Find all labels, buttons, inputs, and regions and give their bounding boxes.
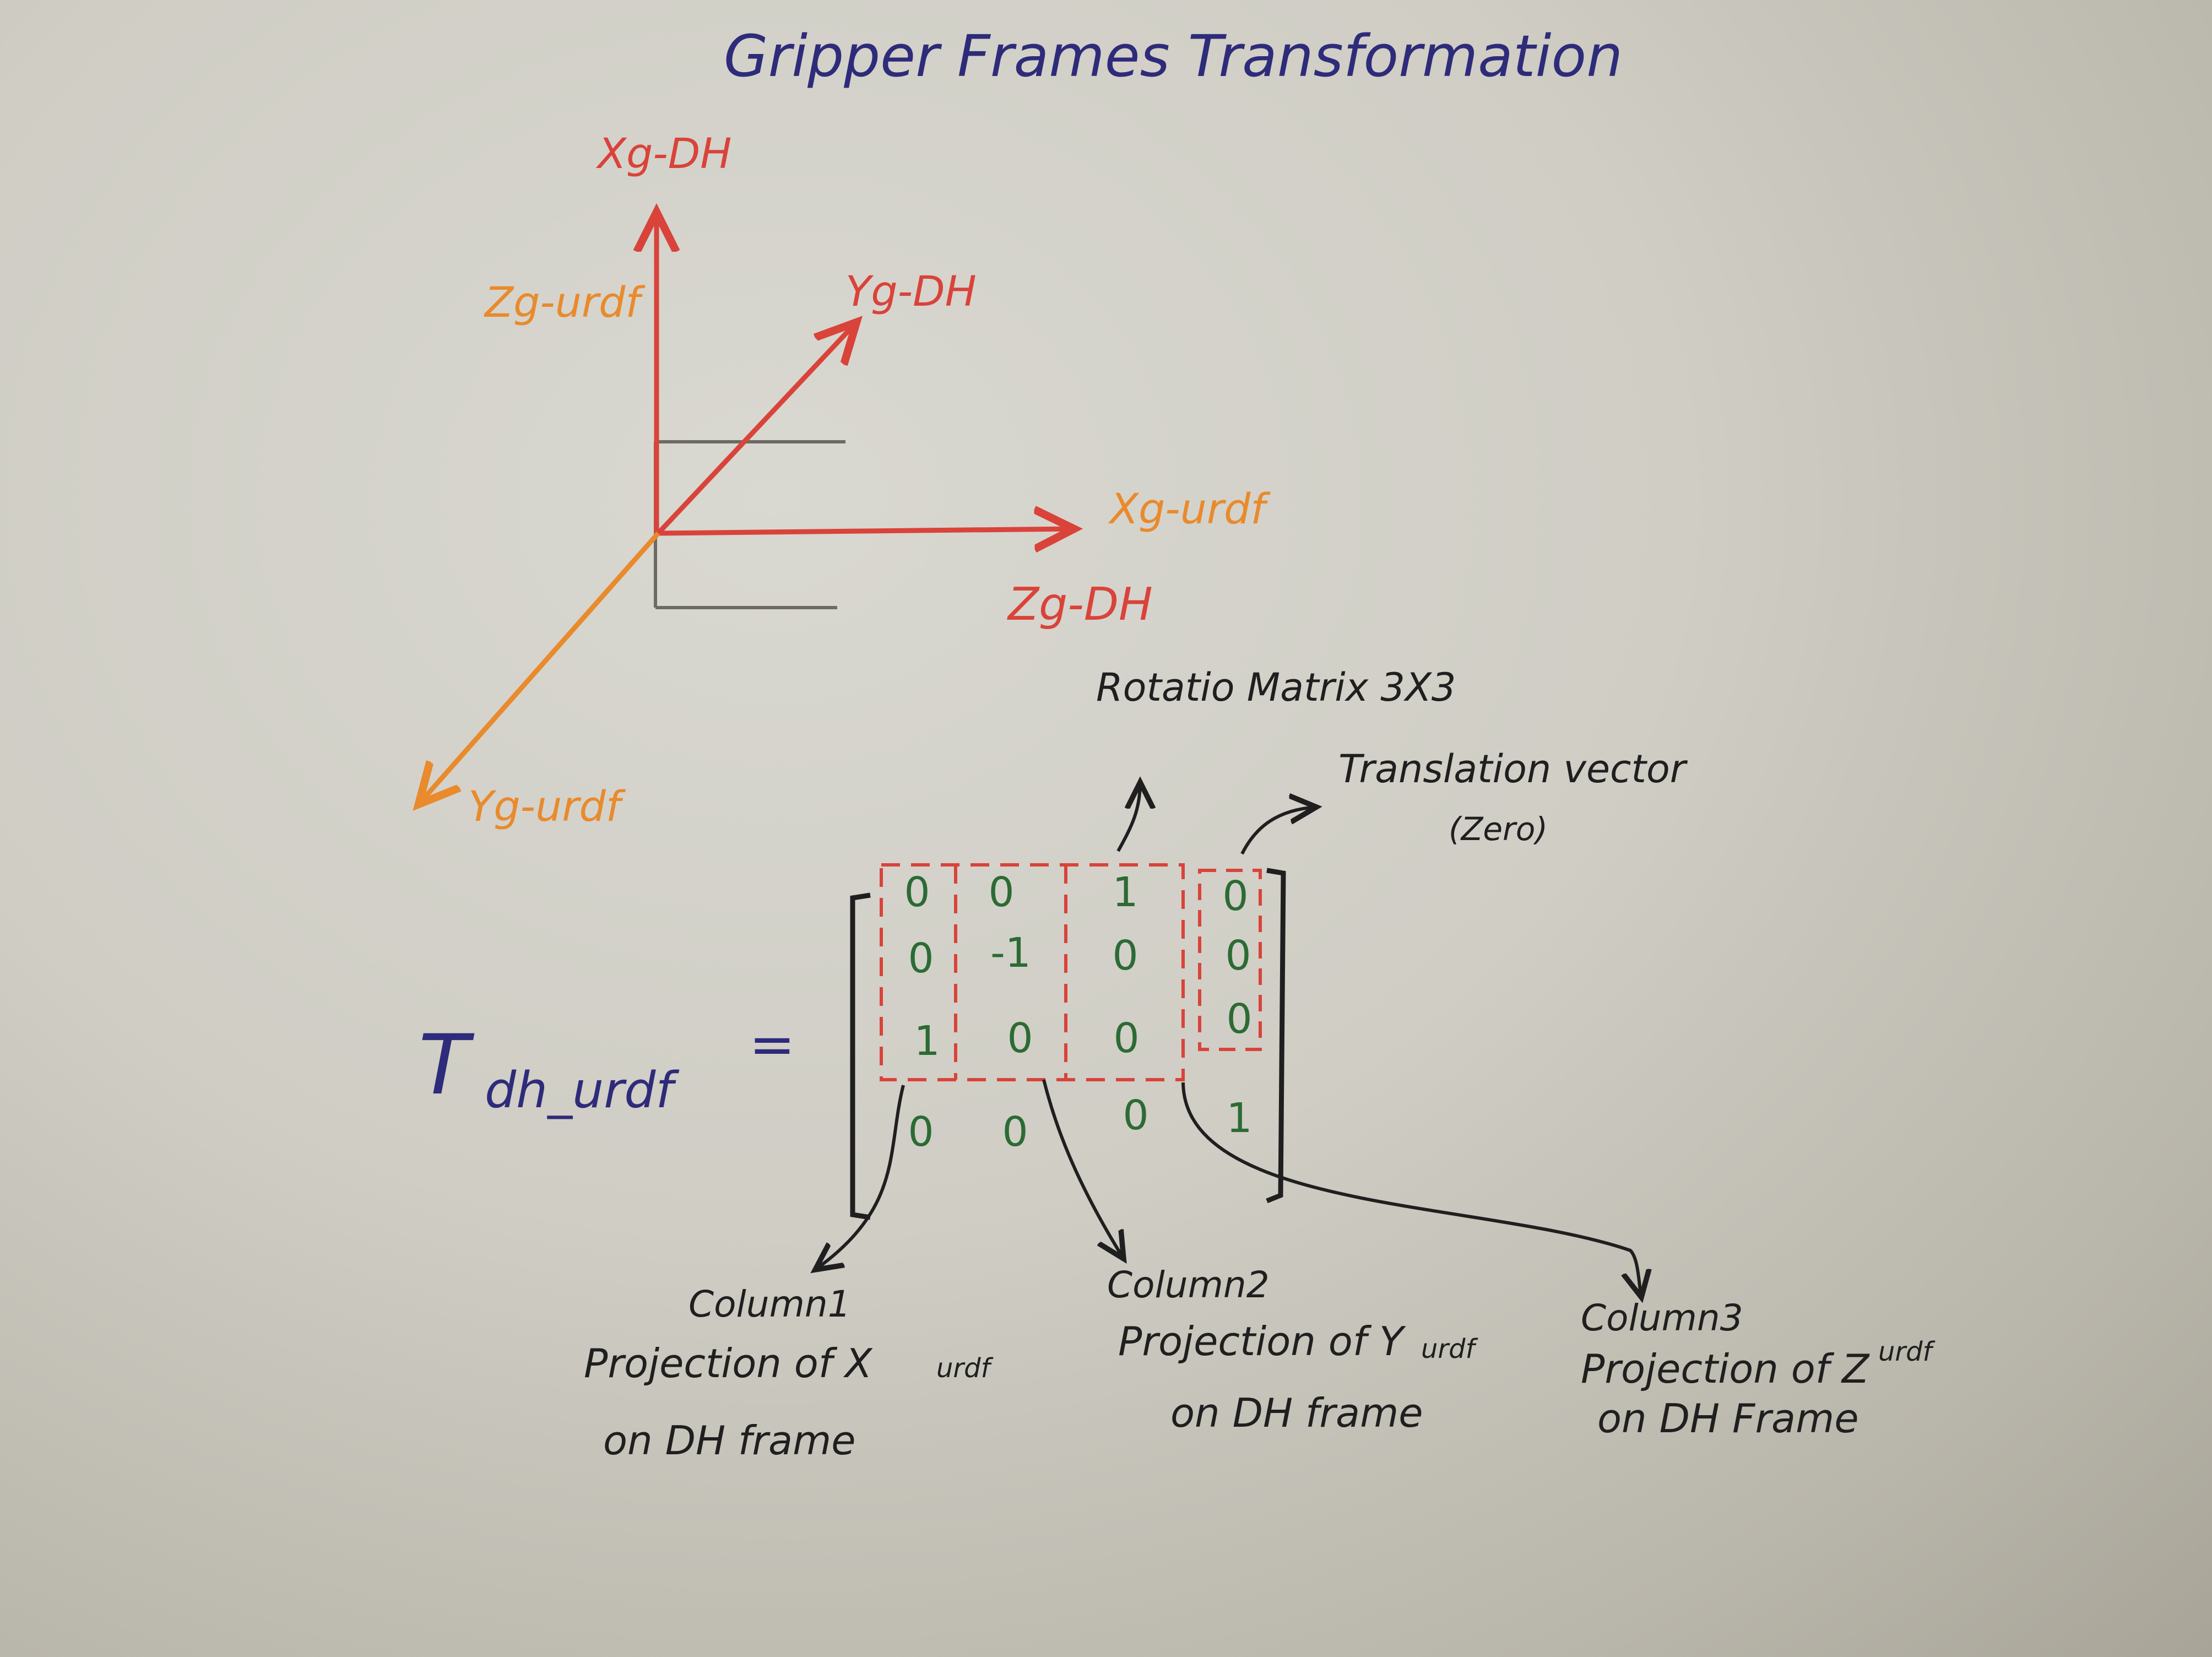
matrix-cell: 0 [1007,1015,1033,1062]
x-g-urdf-label: Xg-urdf [1108,484,1271,533]
column2-pointer-arrow [1042,1079,1124,1259]
rotation-matrix-label: Rotatio Matrix 3X3 [1096,665,1456,710]
translation-zero-note: (Zero) [1449,810,1548,848]
y-g-dh-label: Yg-DH [845,267,977,316]
column3-sub: urdf [1878,1336,1935,1367]
column2-heading: Column2 [1107,1264,1270,1306]
matrix-cell: 0 [908,1108,934,1156]
transform-symbol: T [419,1017,475,1113]
matrix-cell: 0 [1113,1015,1139,1062]
column1-line2: on DH frame [603,1417,856,1464]
column1-sub: urdf [936,1353,994,1384]
column3-heading: Column3 [1581,1297,1743,1339]
translation-pointer-arrow [1240,807,1316,855]
column3-line1: Projection of Z [1581,1346,1870,1392]
matrix-cell: 0 [1002,1108,1028,1156]
x-g-dh-label: Xg-DH [595,129,731,178]
column2-line2: on DH frame [1170,1390,1423,1436]
column-pointer-arrows [815,1079,1641,1297]
rotation-pointer-arrow [1116,782,1140,852]
matrix-cell: 0 [1123,1092,1148,1139]
matrix-cell: -1 [990,929,1031,977]
translation-block-outline [1198,869,1262,1051]
gripper-outline [654,440,845,609]
column1-pointer-arrow [815,1085,905,1270]
z-g-dh-label: Zg-DH [1007,578,1153,631]
matrix-cell: 0 [904,869,930,916]
column2-sub: urdf [1421,1334,1478,1364]
column1-heading: Column1 [688,1283,851,1325]
diagram-title: Gripper Frames Transformation [724,23,1623,90]
z-g-dh-axis [658,529,1074,533]
column3-note: Column3 Projection of Z urdf on DH Frame [1581,1297,1935,1442]
column2-line1: Projection of Y [1118,1318,1406,1364]
matrix-entries: 0 0 1 0 0 -1 0 0 1 0 0 0 0 0 0 1 [904,869,1252,1156]
coordinate-axes [419,212,1074,804]
column3-pointer-arrow [1181,1082,1641,1297]
matrix-brackets [850,868,1286,1220]
matrix-cell: 1 [914,1017,940,1065]
matrix-cell: 0 [1222,873,1248,920]
transform-subscript: dh_urdf [485,1062,680,1119]
matrix-cell: 1 [1112,869,1138,916]
column3-line2: on DH Frame [1597,1395,1859,1442]
translation-vector-label: Translation vector [1338,746,1688,792]
rotation-block-outline [880,863,1185,1081]
matrix-cell: 0 [908,935,934,982]
matrix-cell: 0 [1226,995,1252,1043]
column1-note: Column1 Projection of X urdf on DH frame [584,1283,994,1464]
matrix-cell: 0 [1112,932,1138,979]
equals-sign: = [749,1012,795,1076]
column2-note: Column2 Projection of Y urdf on DH frame [1107,1264,1478,1436]
matrix-cell: 0 [1225,932,1251,979]
y-g-dh-axis [656,322,856,535]
z-g-urdf-label: Zg-urdf [484,278,646,327]
y-g-urdf-axis [419,532,660,804]
matrix-cell: 0 [988,869,1014,916]
y-g-urdf-label: Yg-urdf [468,782,626,831]
matrix-cell: 1 [1226,1095,1252,1142]
column1-line1: Projection of X [584,1340,873,1387]
